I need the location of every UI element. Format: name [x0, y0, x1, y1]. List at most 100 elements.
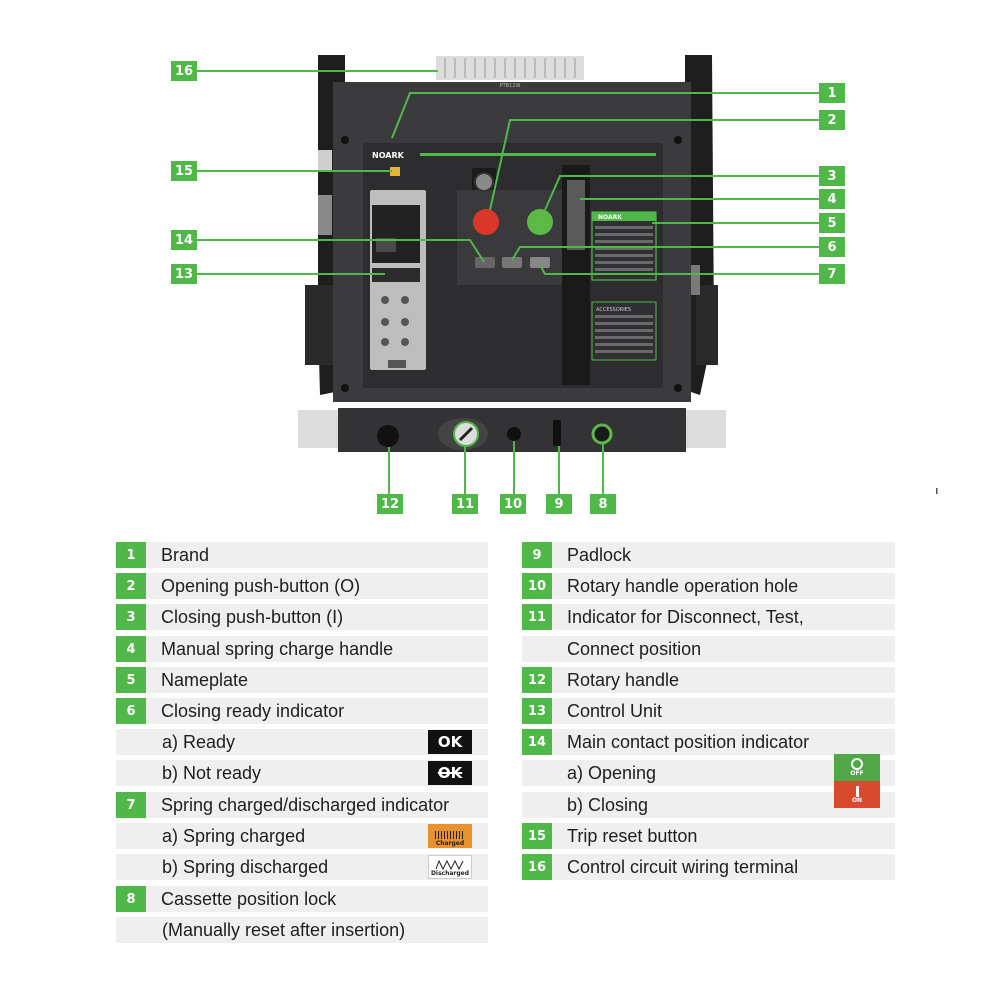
ready-ok-indicator: OK	[428, 730, 472, 754]
legend-number: 3	[116, 604, 146, 630]
legend-label: Cassette position lock	[161, 888, 337, 909]
callout-15: 15	[171, 161, 197, 181]
legend-label: a) Ready	[162, 731, 236, 752]
brand-logo: NOARK	[372, 151, 405, 160]
not-ready-ok-indicator: OK	[428, 761, 472, 785]
legend-label: Rotary handle	[567, 669, 680, 690]
breaker-diagram: PTB12W NOARK NOARK ACCESSORIES	[196, 55, 938, 494]
callout-3: 3	[819, 166, 845, 186]
leader-3	[544, 175, 819, 211]
rotary-handle-operation-hole[interactable]	[507, 427, 521, 441]
spring-charged-indicator: Charged	[428, 824, 472, 848]
legend-label: Closing push-button (I)	[161, 606, 344, 627]
legend-subitem-6b: b) Not ready	[116, 760, 488, 786]
opening-off-indicator: OFF	[834, 754, 880, 781]
legend-number: 11	[522, 604, 552, 630]
cassette-position-lock[interactable]	[591, 423, 613, 445]
callout-12: 12	[377, 494, 403, 514]
legend-label: b) Not ready	[162, 762, 262, 783]
legend-item-6: 6 Closing ready indicator	[116, 698, 488, 724]
legend-label: Connect position	[567, 638, 702, 659]
leader-7	[539, 264, 819, 275]
brand-stripe	[420, 153, 656, 156]
legend-label: Main contact position indicator	[567, 731, 810, 752]
legend-number: 4	[116, 636, 146, 662]
legend-label: Closing ready indicator	[161, 700, 345, 721]
legend-item-11-cont: Connect position	[522, 636, 895, 662]
legend-item-12: 12 Rotary handle	[522, 667, 895, 693]
legend-label: (Manually reset after insertion)	[162, 919, 406, 940]
legend-item-5: 5 Nameplate	[116, 667, 488, 693]
closing-on-indicator: ON	[834, 781, 880, 808]
legend-label: Rotary handle operation hole	[567, 575, 799, 596]
callout-1: 1	[819, 83, 845, 103]
left-mechanism	[305, 285, 333, 365]
legend-subitem-7a: a) Spring charged	[116, 823, 488, 849]
legend-label: Manual spring charge handle	[161, 638, 394, 659]
leader-2	[489, 119, 819, 211]
legend-number: 14	[522, 729, 552, 755]
callout-6: 6	[819, 237, 845, 257]
legend-number: 6	[116, 698, 146, 724]
right-mechanism	[696, 285, 718, 365]
legend-number: 10	[522, 573, 552, 599]
legend-label: Indicator for Disconnect, Test,	[567, 606, 804, 627]
padlock-slot[interactable]	[553, 420, 561, 446]
legend-label: a) Opening	[567, 762, 657, 783]
legend-number: 9	[522, 542, 552, 568]
legend-number: 16	[522, 854, 552, 880]
legend-number: 1	[116, 542, 146, 568]
legend-number: 7	[116, 792, 146, 818]
closing-push-button[interactable]	[527, 209, 553, 235]
callout-7: 7	[819, 264, 845, 284]
legend-label: Trip reset button	[567, 825, 698, 846]
legend-number: 5	[116, 667, 146, 693]
legend-item-13: 13 Control Unit	[522, 698, 895, 724]
legend-label: Spring charged/discharged indicator	[161, 794, 450, 815]
legend-label: Padlock	[567, 544, 632, 565]
button-panel	[457, 190, 565, 285]
legend-number: 15	[522, 823, 552, 849]
legend-number: 13	[522, 698, 552, 724]
callout-9: 9	[546, 494, 572, 514]
legend-item-15: 15 Trip reset button	[522, 823, 895, 849]
callout-11: 11	[452, 494, 478, 514]
wiring-terminal-block	[436, 56, 584, 80]
rotary-handle-socket[interactable]	[377, 425, 399, 447]
terminal-label: PTB12W	[500, 83, 521, 89]
callout-14: 14	[171, 230, 197, 250]
legend-label: Control Unit	[567, 700, 663, 721]
callout-10: 10	[500, 494, 526, 514]
leader-6	[511, 246, 819, 261]
legend-number: 2	[116, 573, 146, 599]
legend-label: Control circuit wiring terminal	[567, 856, 799, 877]
callout-13: 13	[171, 264, 197, 284]
legend-item-4: 4 Manual spring charge handle	[116, 636, 488, 662]
leader-1	[391, 92, 819, 139]
opening-push-button[interactable]	[473, 209, 499, 235]
spring-discharged-indicator: Discharged	[428, 855, 472, 879]
legend-item-11: 11 Indicator for Disconnect, Test,	[522, 604, 895, 630]
legend-item-7: 7 Spring charged/discharged indicator	[116, 792, 488, 818]
legend-label: a) Spring charged	[162, 825, 306, 846]
legend-label: Brand	[161, 544, 210, 565]
trip-reset-button[interactable]	[390, 167, 400, 176]
legend-item-3: 3 Closing push-button (I)	[116, 604, 488, 630]
callout-2: 2	[819, 110, 845, 130]
legend-subitem-6a: a) Ready	[116, 729, 488, 755]
spring-indicator-window	[530, 257, 550, 268]
legend-item-9: 9 Padlock	[522, 542, 895, 568]
legend-label: b) Spring discharged	[162, 856, 329, 877]
legend-item-14: 14 Main contact position indicator	[522, 729, 895, 755]
callout-8: 8	[590, 494, 616, 514]
legend-subitem-14a: a) Opening	[522, 760, 895, 786]
leader-14	[196, 239, 485, 263]
legend-label: Nameplate	[161, 669, 249, 690]
nameplate-brand: NOARK	[598, 214, 622, 221]
legend-subitem-8-note: (Manually reset after insertion)	[116, 917, 488, 943]
legend-item-16: 16 Control circuit wiring terminal	[522, 854, 895, 880]
callout-4: 4	[819, 189, 845, 209]
legend-label: Opening push-button (O)	[161, 575, 361, 596]
legend-number: 12	[522, 667, 552, 693]
